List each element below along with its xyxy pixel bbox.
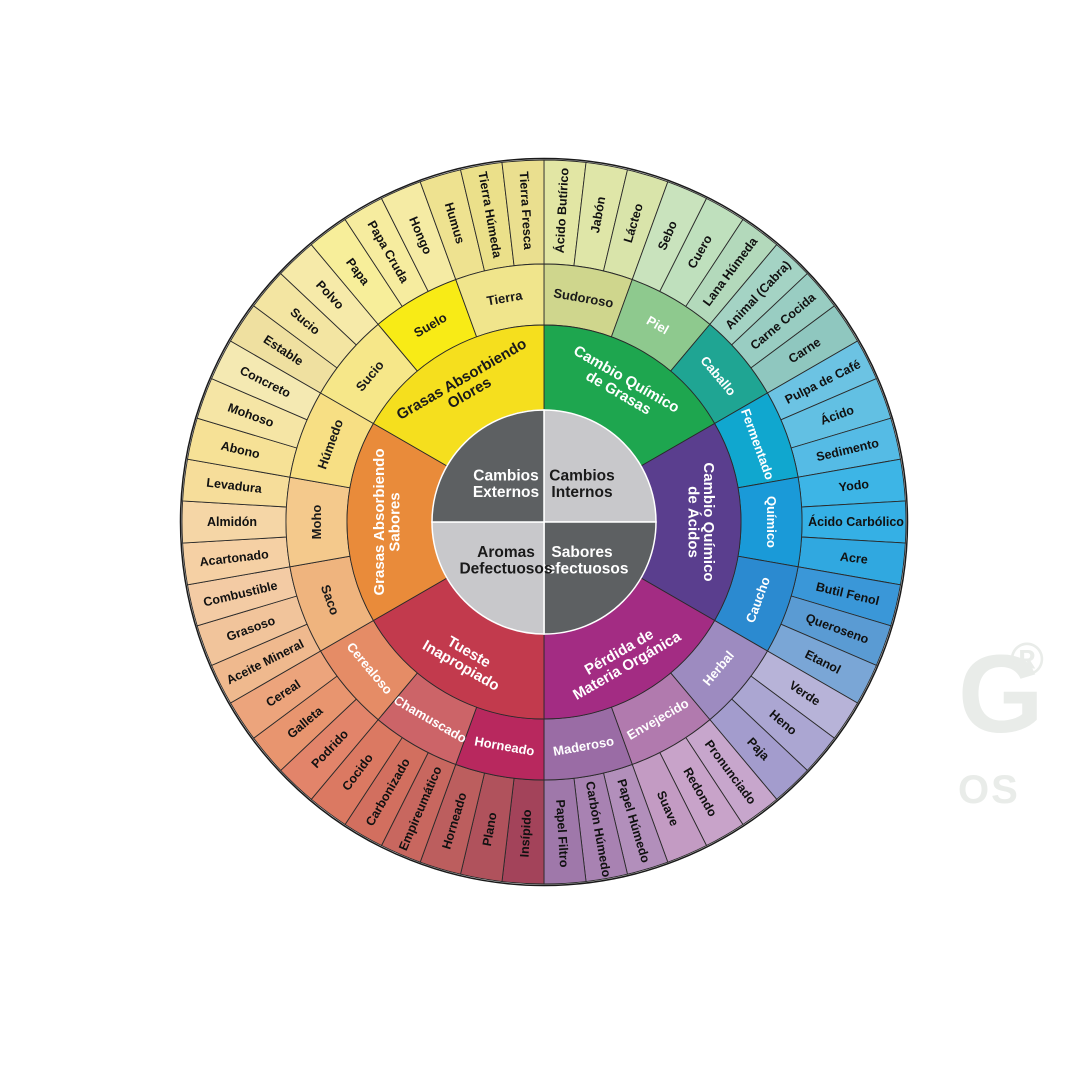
group-label: Cambio Químicode Ácidos	[684, 462, 717, 581]
term-label-yodo: Yodo	[838, 477, 870, 494]
category-label-moho: Moho	[309, 505, 324, 540]
term-label-almidon: Almidón	[207, 515, 257, 529]
term-label-plano: Plano	[480, 811, 500, 847]
category-label-tierra: Tierra	[486, 287, 525, 308]
center-quadrant-cambios-internos	[543, 409, 657, 523]
watermark-registered-mark: ®	[1010, 633, 1044, 685]
center-quadrant-aromas-defectuosos	[431, 521, 545, 635]
group-perdida-de-materia-organica: VerdeHenoPajaHerbalPronunciadoRedondoSua…	[543, 577, 859, 885]
group-cambio-quimico-de-acidos: Pulpa de CaféÁcidoSedimentoFermentadoYod…	[640, 340, 907, 704]
center-quadrant-sabores-defectuosos	[543, 521, 657, 635]
watermark-logo: G	[958, 633, 1044, 756]
term-label-acre: Acre	[839, 550, 868, 567]
term-label-jabon: Jabón	[588, 195, 608, 234]
group-tueste-inapropiado: InsípidoPlanoHorneadoHorneadoEmpireumáti…	[229, 577, 545, 885]
term-label-insipido: Insípido	[517, 809, 534, 858]
term-label-acido-carbolico: Ácido Carbólico	[808, 514, 904, 529]
group-label: Grasas AbsorbiendoSabores	[371, 449, 404, 596]
watermark-text: OS	[958, 768, 1020, 812]
center-quadrant-cambios-externos	[431, 409, 545, 523]
term-label-levadura: Levadura	[206, 476, 264, 496]
term-label-tierra-fresca: Tierra Fresca	[517, 171, 536, 251]
category-label-quimico: Químico	[764, 496, 779, 548]
term-label-acido-butirico: Ácido Butírico	[552, 167, 572, 254]
term-label-papel-filtro: Papel Filtro	[553, 799, 571, 868]
